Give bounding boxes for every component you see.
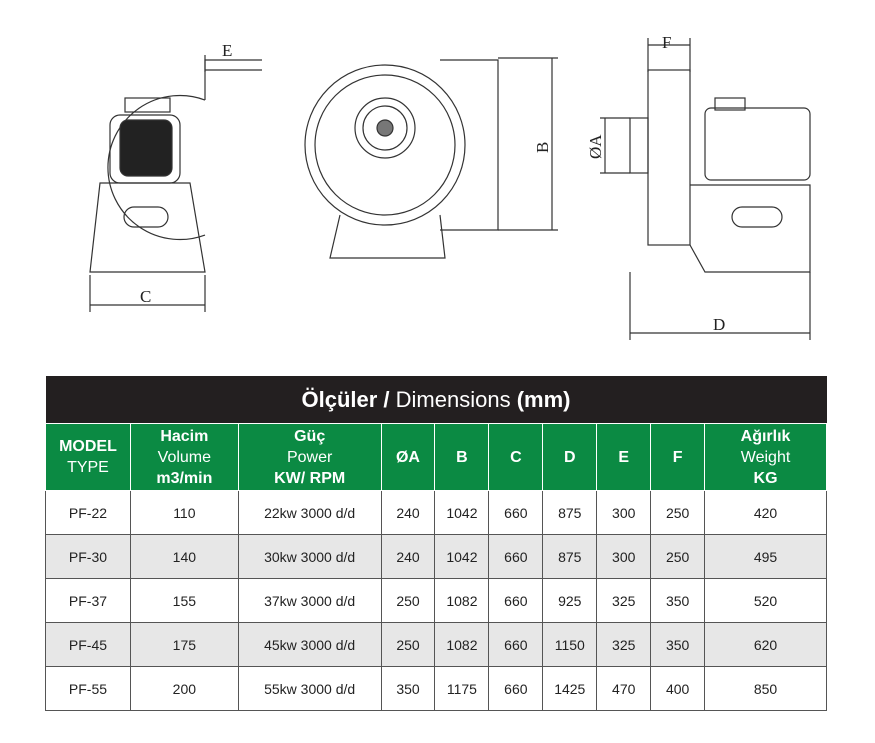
table-cell: 1175 xyxy=(434,666,490,711)
table-cell: 250 xyxy=(380,622,436,667)
table-cell: 45kw 3000 d/d xyxy=(237,622,382,667)
table-cell: 140 xyxy=(129,534,239,579)
table-cell: PF-45 xyxy=(45,622,131,667)
table-cell: 1425 xyxy=(542,666,598,711)
table-cell: 300 xyxy=(596,490,652,535)
dimension-label-b: B xyxy=(533,142,552,153)
fan-technical-drawing: E C B F ØA D xyxy=(89,33,811,340)
table-cell: PF-37 xyxy=(45,578,131,623)
table-cell: 110 xyxy=(129,490,239,535)
table-cell: PF-22 xyxy=(45,490,131,535)
table-cell: 875 xyxy=(542,490,598,535)
table-cell: 495 xyxy=(704,534,827,579)
table-cell: 1042 xyxy=(434,534,490,579)
table-cell: 200 xyxy=(129,666,239,711)
table-cell: 250 xyxy=(650,490,706,535)
table-cell: PF-55 xyxy=(45,666,131,711)
table-cell: 620 xyxy=(704,622,827,667)
table-cell: 660 xyxy=(488,622,544,667)
dimension-label-f: F xyxy=(662,33,671,52)
table-cell: 660 xyxy=(488,578,544,623)
table-cell: 325 xyxy=(596,622,652,667)
table-cell: 240 xyxy=(380,490,436,535)
table-cell: 250 xyxy=(380,578,436,623)
side-view xyxy=(600,38,811,340)
table-cell: 420 xyxy=(704,490,827,535)
table-cell: 350 xyxy=(650,578,706,623)
table-cell: 925 xyxy=(542,578,598,623)
column-header: C xyxy=(488,423,544,491)
dimension-label-d: D xyxy=(713,315,725,334)
table-cell: 325 xyxy=(596,578,652,623)
table-cell: 1042 xyxy=(434,490,490,535)
table-cell: 470 xyxy=(596,666,652,711)
table-cell: 1150 xyxy=(542,622,598,667)
column-header: ØA xyxy=(380,423,436,491)
column-header: F xyxy=(650,423,706,491)
table-cell: 660 xyxy=(488,534,544,579)
table-cell: 175 xyxy=(129,622,239,667)
table-cell: 30kw 3000 d/d xyxy=(237,534,382,579)
table-cell: 350 xyxy=(650,622,706,667)
table-cell: 400 xyxy=(650,666,706,711)
table-cell: 850 xyxy=(704,666,827,711)
dimension-label-c: C xyxy=(140,287,151,306)
column-header: B xyxy=(434,423,490,491)
table-cell: 250 xyxy=(650,534,706,579)
table-cell: 875 xyxy=(542,534,598,579)
table-cell: 37kw 3000 d/d xyxy=(237,578,382,623)
column-header: E xyxy=(596,423,652,491)
table-cell: 660 xyxy=(488,490,544,535)
table-cell: 300 xyxy=(596,534,652,579)
dimension-label-a: ØA xyxy=(586,134,605,159)
table-cell: PF-30 xyxy=(45,534,131,579)
table-cell: 155 xyxy=(129,578,239,623)
table-cell: 1082 xyxy=(434,578,490,623)
table-cell: 660 xyxy=(488,666,544,711)
table-cell: 520 xyxy=(704,578,827,623)
table-cell: 55kw 3000 d/d xyxy=(237,666,382,711)
table-cell: 22kw 3000 d/d xyxy=(237,490,382,535)
table-title: Ölçüler / Dimensions (mm) xyxy=(45,376,827,424)
table-cell: 1082 xyxy=(434,622,490,667)
front-view-motor-side xyxy=(89,55,262,312)
table-cell: 240 xyxy=(380,534,436,579)
front-view-inlet-side xyxy=(304,57,558,259)
column-header: D xyxy=(542,423,598,491)
dimension-label-e: E xyxy=(222,41,232,60)
table-cell: 350 xyxy=(380,666,436,711)
